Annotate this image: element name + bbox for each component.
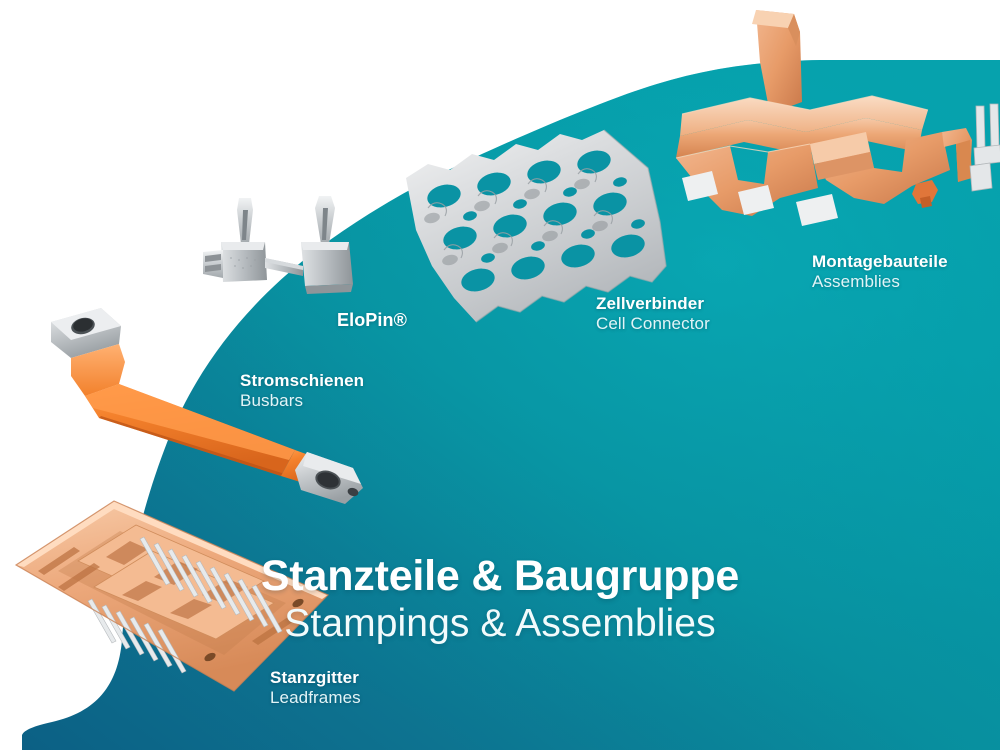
label-cell-connector-de: Zellverbinder: [596, 294, 705, 313]
label-leadframes: Stanzgitter Leadframes: [270, 668, 361, 708]
label-assemblies-en: Assemblies: [812, 272, 900, 292]
label-assemblies: Montagebauteile Assemblies: [812, 252, 948, 292]
elopin-photo: [203, 196, 383, 306]
label-elopin-de: EloPin®: [337, 310, 407, 330]
label-cell-connector-en: Cell Connector: [596, 314, 710, 334]
cell-connector-photo: [398, 126, 688, 326]
label-leadframes-de: Stanzgitter: [270, 668, 359, 687]
label-cell-connector: Zellverbinder Cell Connector: [596, 294, 710, 334]
busbar-photo: [45, 300, 365, 510]
label-busbar-en: Busbars: [240, 391, 304, 411]
label-busbar-de: Stromschienen: [240, 371, 365, 390]
assembly-photo: [660, 2, 1000, 232]
label-assemblies-de: Montagebauteile: [812, 252, 948, 271]
label-busbar: Stromschienen Busbars: [240, 371, 364, 411]
label-leadframes-en: Leadframes: [270, 688, 361, 708]
leadframe-photo: [2, 495, 332, 710]
label-elopin: EloPin®: [337, 310, 407, 331]
